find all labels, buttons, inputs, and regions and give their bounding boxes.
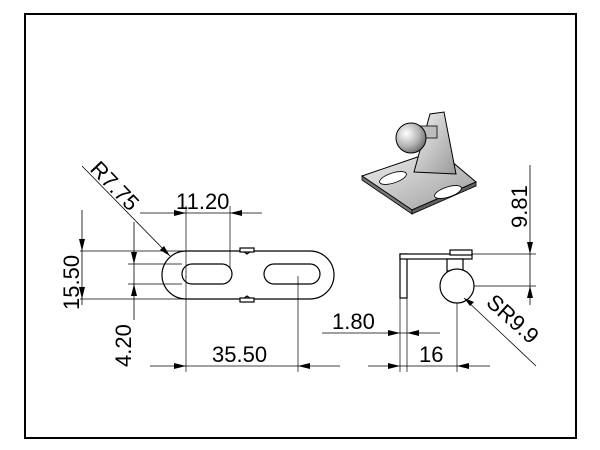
bracket-side-view <box>399 249 475 304</box>
plate-top-view <box>161 247 335 303</box>
dim-slot-width: 4.20 <box>111 324 136 367</box>
ball-stud-side <box>439 268 475 304</box>
dim-slot-length: 11.20 <box>176 189 229 214</box>
ball-stud-isometric <box>395 122 427 154</box>
bracket-isometric-view <box>360 111 477 215</box>
drawing-border <box>24 13 577 439</box>
dim-plate-thickness: 1.80 <box>332 309 375 334</box>
dim-ball-height: 9.81 <box>507 185 532 228</box>
dim-overall-height: 15.50 <box>59 255 84 310</box>
dim-ball-offset: 16 <box>419 342 443 367</box>
slot-left <box>181 263 233 285</box>
dim-hole-spacing: 35.50 <box>212 342 267 367</box>
slot-right <box>263 263 321 285</box>
